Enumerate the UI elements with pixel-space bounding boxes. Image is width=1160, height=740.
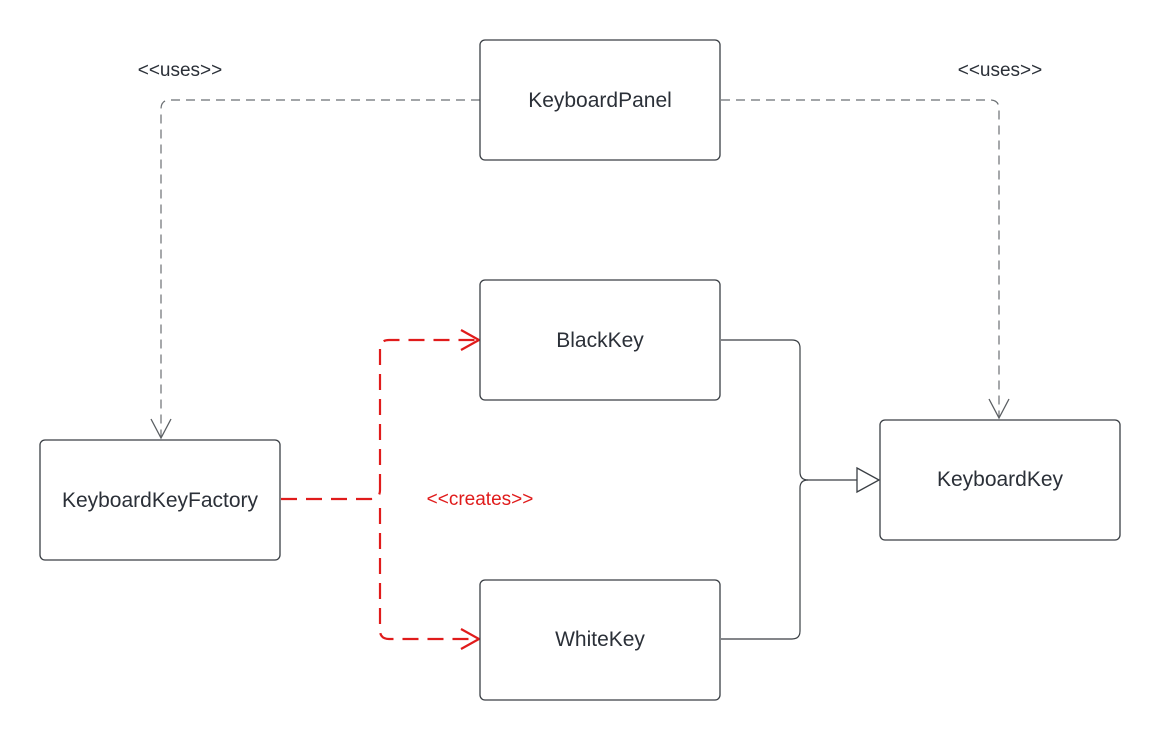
generalization-triangle (856, 466, 881, 494)
creates-arrowhead-whitekey (460, 628, 482, 650)
uses-arrowhead-factory (150, 418, 172, 440)
class-name: WhiteKey (555, 628, 645, 651)
class-box (479, 579, 721, 701)
uses-label-left: <<uses>> (138, 60, 223, 81)
uses-edge-panel-to-keyboardkey (721, 99, 1000, 417)
class-name: KeyboardKeyFactory (62, 489, 259, 512)
uses-label-right: <<uses>> (958, 60, 1043, 81)
creates-label: <<creates>> (427, 489, 534, 510)
class-name: KeyboardPanel (528, 89, 672, 112)
class-box (39, 439, 281, 561)
class-box (879, 419, 1121, 541)
creates-edge-to-blackkey (378, 338, 478, 490)
class-black-key[interactable]: BlackKey (479, 279, 721, 401)
class-name: KeyboardKey (937, 468, 1064, 491)
generalization-edge-whitekey (721, 479, 809, 640)
class-box (479, 279, 721, 401)
uses-edge-panel-to-factory (160, 99, 480, 437)
class-box (479, 39, 721, 161)
creates-arrowhead-blackkey (460, 329, 482, 351)
uses-arrowhead-keyboardkey (988, 398, 1010, 420)
creates-edge-to-whitekey (378, 508, 478, 641)
class-keyboard-panel[interactable]: KeyboardPanel (479, 39, 721, 161)
generalization-edge-blackkey (721, 339, 857, 481)
class-name: BlackKey (556, 329, 644, 352)
class-keyboard-key[interactable]: KeyboardKey (879, 419, 1121, 541)
class-white-key[interactable]: WhiteKey (479, 579, 721, 701)
creates-edge-factory (281, 489, 382, 501)
class-keyboard-key-factory[interactable]: KeyboardKeyFactory (39, 439, 281, 561)
